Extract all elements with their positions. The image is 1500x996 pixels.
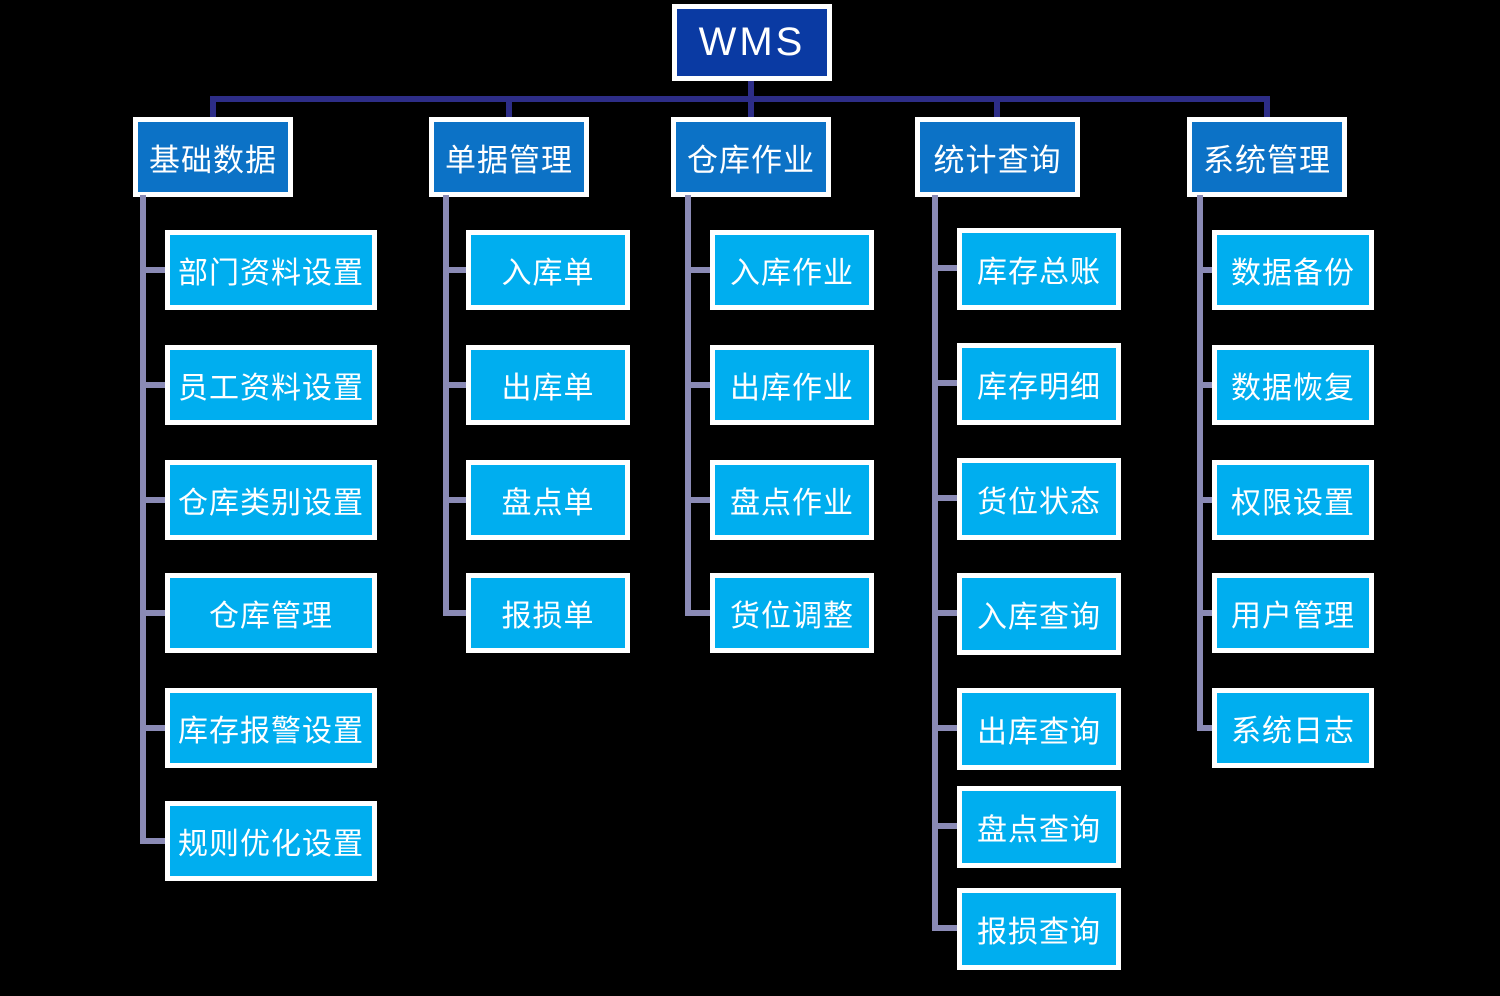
node-inventory-ledger: 库存总账 (957, 228, 1121, 310)
branch-stub-line (1197, 497, 1217, 503)
branch-stub-line (140, 610, 170, 616)
branch-trunk-line (932, 195, 938, 931)
branch-stub-line (1197, 610, 1217, 616)
node-stocktaking-operation: 盘点作业 (710, 460, 874, 540)
branch-stub-line (443, 610, 471, 616)
node-damage-order: 报损单 (466, 573, 630, 653)
branch-stub-line (932, 495, 962, 501)
node-user-management: 用户管理 (1212, 573, 1374, 653)
branch-stub-line (140, 497, 170, 503)
branch-stub-line (932, 265, 962, 271)
branch-stub-line (932, 380, 962, 386)
node-stocktaking-order: 盘点单 (466, 460, 630, 540)
branch-stub-line (1197, 267, 1217, 273)
header-stub-line (1264, 102, 1270, 117)
node-stocktaking-query: 盘点查询 (957, 786, 1121, 868)
branch-header-system-management: 系统管理 (1187, 117, 1347, 197)
branch-stub-line (1197, 725, 1217, 731)
node-damage-query: 报损查询 (957, 888, 1121, 970)
node-data-restore: 数据恢复 (1212, 345, 1374, 425)
header-stub-line (748, 102, 754, 117)
node-location-status: 货位状态 (957, 458, 1121, 540)
node-employee-profile-settings: 员工资料设置 (165, 345, 377, 425)
branch-stub-line (685, 382, 715, 388)
branch-stub-line (443, 267, 471, 273)
branch-stub-line (140, 267, 170, 273)
node-warehouse-category-settings: 仓库类别设置 (165, 460, 377, 540)
node-inventory-alert-settings: 库存报警设置 (165, 688, 377, 768)
branch-stub-line (443, 497, 471, 503)
node-location-adjustment: 货位调整 (710, 573, 874, 653)
header-stub-line (210, 102, 216, 117)
node-inventory-detail: 库存明细 (957, 343, 1121, 425)
branch-header-statistics-query: 统计查询 (915, 117, 1080, 197)
branch-header-basic-data: 基础数据 (133, 117, 293, 197)
node-outbound-order: 出库单 (466, 345, 630, 425)
node-inbound-order: 入库单 (466, 230, 630, 310)
node-permission-settings: 权限设置 (1212, 460, 1374, 540)
node-rule-optimization-settings: 规则优化设置 (165, 801, 377, 881)
node-warehouse-management: 仓库管理 (165, 573, 377, 653)
branch-header-warehouse-operations: 仓库作业 (671, 117, 831, 197)
node-data-backup: 数据备份 (1212, 230, 1374, 310)
branch-stub-line (443, 382, 471, 388)
node-system-log: 系统日志 (1212, 688, 1374, 768)
root-node-wms: WMS (672, 4, 832, 81)
branch-stub-line (685, 267, 715, 273)
branch-stub-line (140, 838, 170, 844)
node-inbound-operation: 入库作业 (710, 230, 874, 310)
root-stub-line (748, 81, 754, 96)
branch-stub-line (140, 725, 170, 731)
branch-trunk-line (443, 195, 449, 616)
branch-stub-line (932, 925, 962, 931)
branch-stub-line (685, 610, 715, 616)
branch-stub-line (685, 497, 715, 503)
branch-trunk-line (1197, 195, 1203, 731)
node-dept-profile-settings: 部门资料设置 (165, 230, 377, 310)
header-stub-line (994, 102, 1000, 117)
node-outbound-operation: 出库作业 (710, 345, 874, 425)
branch-stub-line (140, 382, 170, 388)
branch-stub-line (1197, 382, 1217, 388)
branch-header-document-management: 单据管理 (429, 117, 589, 197)
branch-stub-line (932, 610, 962, 616)
header-stub-line (506, 102, 512, 117)
bus-line (210, 96, 1270, 102)
branch-stub-line (932, 823, 962, 829)
branch-stub-line (932, 725, 962, 731)
node-inbound-query: 入库查询 (957, 573, 1121, 655)
node-outbound-query: 出库查询 (957, 688, 1121, 770)
branch-trunk-line (140, 195, 146, 844)
branch-trunk-line (685, 195, 691, 616)
